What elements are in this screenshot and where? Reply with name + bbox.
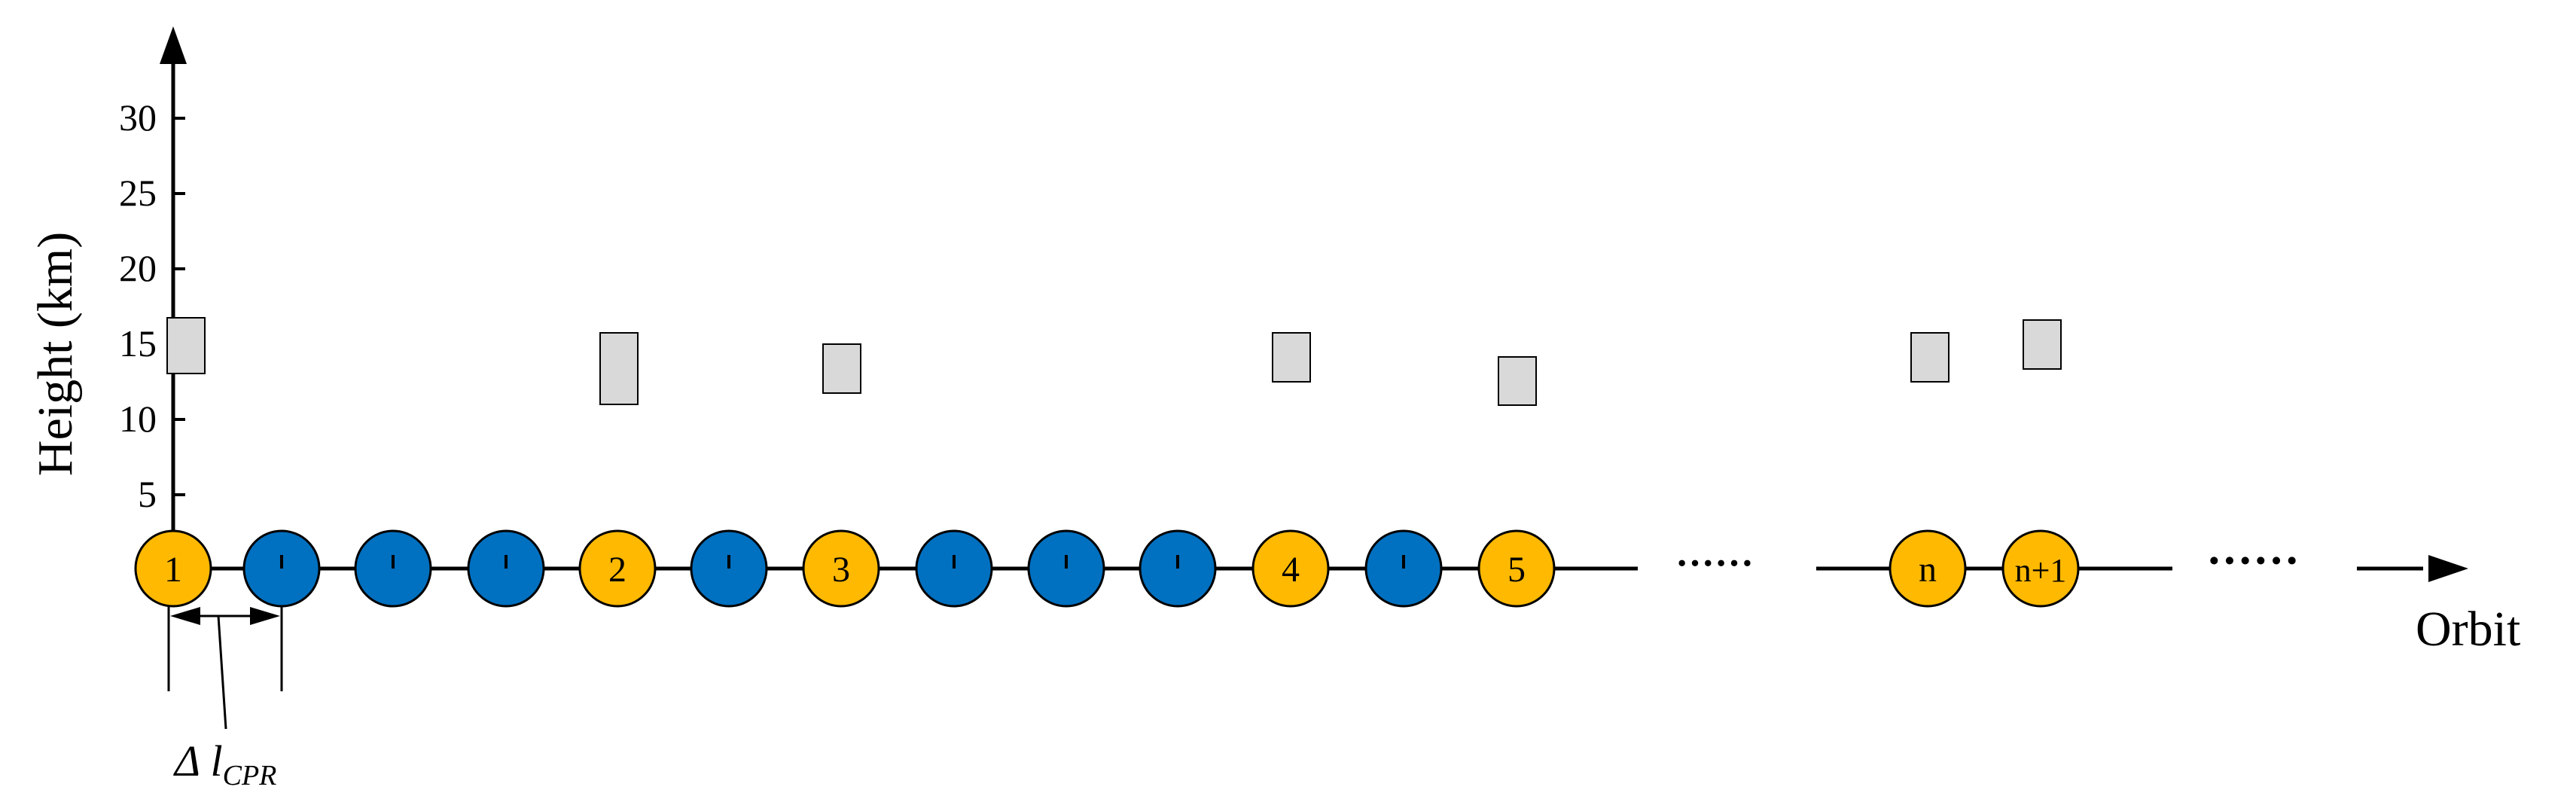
node-label: 2 bbox=[608, 550, 626, 590]
y-tick-label: 30 bbox=[119, 96, 157, 139]
height-box bbox=[1272, 332, 1311, 383]
orbit-ellipsis: ······ bbox=[1675, 542, 1754, 585]
node-circle-labeled bbox=[134, 529, 212, 608]
node-circle-labeled bbox=[1477, 529, 1556, 608]
y-tick-label: 20 bbox=[119, 247, 157, 289]
spacing-arrowhead-left bbox=[170, 607, 200, 625]
spacing-leader bbox=[217, 615, 227, 730]
node-label: n bbox=[1919, 550, 1937, 590]
y-axis-label: Height (km) bbox=[28, 232, 83, 476]
orbit-arrowhead bbox=[2428, 555, 2468, 582]
node-circle-labeled bbox=[1889, 529, 1967, 608]
height-box bbox=[2023, 319, 2062, 370]
orbit-nodes bbox=[134, 529, 2080, 608]
y-tick-label: 15 bbox=[119, 322, 157, 364]
node-label: n+1 bbox=[2015, 552, 2067, 589]
y-tick-label: 10 bbox=[119, 398, 157, 440]
node-circle-labeled bbox=[1251, 529, 1330, 608]
node-label: 5 bbox=[1507, 550, 1526, 590]
node-label: 3 bbox=[832, 550, 850, 590]
spacing-annotation bbox=[167, 606, 283, 730]
height-box bbox=[1910, 332, 1950, 383]
height-box bbox=[1498, 356, 1537, 406]
height-box bbox=[166, 317, 206, 374]
spacing-label-main: Δ l bbox=[173, 736, 223, 785]
height-box bbox=[599, 332, 639, 405]
orbit-ellipsis: ······ bbox=[2206, 535, 2300, 587]
node-ticks bbox=[280, 555, 1405, 569]
y-tick-label: 5 bbox=[138, 473, 157, 515]
node-circle-labeled bbox=[578, 529, 657, 608]
node-circle-labeled bbox=[2001, 529, 2080, 608]
spacing-arrowhead-right bbox=[250, 607, 280, 625]
y-tick-label: 25 bbox=[119, 172, 157, 214]
y-axis: 5 10 15 20 25 30 Height (km) bbox=[28, 26, 187, 569]
node-circle-labeled bbox=[802, 529, 880, 608]
x-axis-label: Orbit bbox=[2416, 602, 2520, 657]
node-label: 1 bbox=[164, 550, 182, 590]
spacing-label-subscript: CPR bbox=[223, 760, 277, 791]
height-box bbox=[822, 343, 861, 394]
spacing-label: Δ lCPR bbox=[173, 736, 276, 791]
height-boxes bbox=[166, 317, 2062, 406]
node-label: 4 bbox=[1282, 550, 1300, 590]
y-axis-arrowhead bbox=[160, 26, 187, 64]
